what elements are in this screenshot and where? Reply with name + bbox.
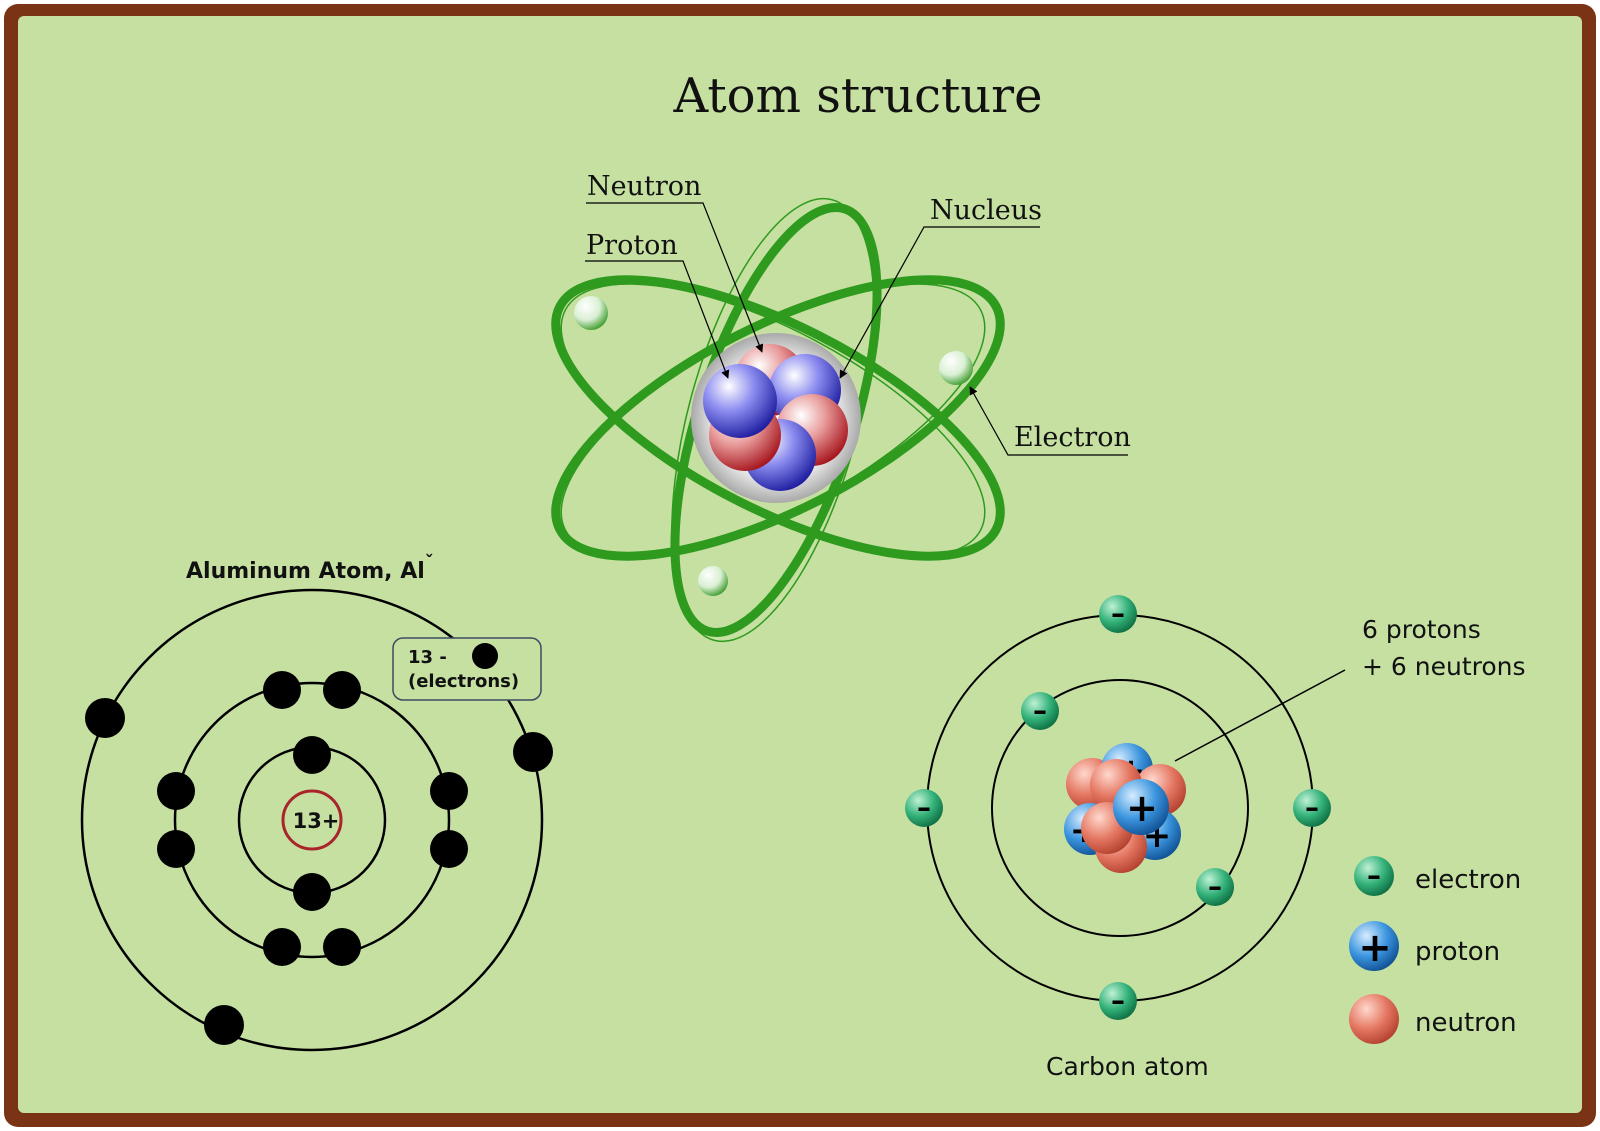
carbon-electron: – (1099, 595, 1137, 633)
carbon-electron-sphere (905, 789, 943, 827)
aluminum-nucleus (281, 789, 343, 851)
minus-icon: – (1111, 984, 1125, 1017)
legend-proton-icon (1349, 921, 1399, 971)
electron-sphere (939, 351, 973, 385)
electron-dot-icon (430, 830, 468, 868)
aluminum-shell-middle (173, 681, 451, 959)
minus-icon: – (1111, 597, 1125, 630)
carbon-electron-sphere (1293, 789, 1331, 827)
carbon-proton (1113, 779, 1169, 835)
aluminum-title-text: Aluminum Atom, Al (186, 559, 425, 584)
minus-icon: – (1208, 870, 1222, 903)
carbon-legend: – electron + proton neutron (1349, 856, 1521, 1044)
carbon-atom: + + + + – – – – (905, 595, 1526, 1081)
electron-sphere (698, 566, 728, 596)
electron-dot-icon (157, 772, 195, 810)
electron-dot-icon (293, 736, 331, 774)
minus-icon: – (1305, 791, 1319, 824)
orbit-thick-2 (551, 275, 1005, 561)
aluminum-atom: Aluminum Atom, Alˇ 13+ 13 - (electrons) (80, 552, 553, 1052)
electron-dot-icon (263, 928, 301, 966)
electron-dot-icon (263, 671, 301, 709)
proton-sphere (703, 364, 777, 438)
carbon-nucleus-pointer (1174, 669, 1346, 762)
proton-pointer (585, 260, 730, 379)
orbit-thick-1 (551, 275, 1005, 561)
electron-dot-icon (323, 928, 361, 966)
carbon-electron: – (1196, 868, 1234, 906)
legend-neutron-icon (1349, 994, 1399, 1044)
electron-dot-icon (85, 698, 125, 738)
electron-dot-icon (323, 671, 361, 709)
legend-electron-label: electron (1415, 865, 1521, 895)
aluminum-shell-outer (80, 588, 544, 1052)
minus-icon: – (917, 791, 931, 824)
carbon-nucleus: + + + + (1064, 743, 1186, 873)
minus-icon: – (1033, 694, 1047, 727)
electron-dot-icon (513, 732, 553, 772)
aluminum-title: Aluminum Atom, Alˇ (186, 552, 434, 584)
carbon-electron-sphere (1099, 982, 1137, 1020)
page-title: Atom structure (673, 68, 1043, 124)
electron-pointer (969, 386, 1128, 456)
legend-electron-icon (1354, 856, 1394, 896)
carbon-electron-sphere (1099, 595, 1137, 633)
carbon-electron: – (1099, 982, 1137, 1020)
plus-icon: + (1358, 925, 1392, 971)
minus-icon: – (1367, 859, 1381, 892)
electron-sphere (574, 296, 608, 330)
electron-label: Electron (1014, 422, 1131, 453)
nucleus-label: Nucleus (930, 195, 1042, 226)
electron-dot-icon (204, 1005, 244, 1045)
carbon-electron: – (1293, 789, 1331, 827)
aluminum-title-mark: ˇ (425, 552, 434, 573)
electron-dot-icon (430, 772, 468, 810)
carbon-electron: – (905, 789, 943, 827)
electron-dot-icon (157, 830, 195, 868)
aluminum-legend-label: (electrons) (408, 671, 519, 692)
electron-dot-icon (472, 643, 498, 669)
legend-proton-label: proton (1415, 937, 1500, 967)
planetary-atom: Neutron Proton Nucleus Electron (551, 171, 1131, 643)
proton-label: Proton (586, 230, 678, 261)
plus-icon: + (1126, 786, 1158, 830)
neutron-label: Neutron (587, 171, 701, 202)
aluminum-legend-box (392, 637, 542, 701)
carbon-electron-sphere (1196, 868, 1234, 906)
neutron-pointer (586, 202, 764, 353)
carbon-electron: – (1021, 692, 1059, 730)
carbon-nucleus-label-1: 6 protons (1362, 615, 1481, 644)
aluminum-legend-count: 13 - (408, 647, 447, 668)
carbon-shell-inner (991, 679, 1249, 937)
carbon-nucleus-label-2: + 6 neutrons (1362, 652, 1526, 681)
aluminum-nucleus-label: 13+ (293, 809, 340, 833)
electron-dot-icon (293, 873, 331, 911)
legend-neutron-label: neutron (1415, 1008, 1517, 1038)
carbon-caption: Carbon atom (1046, 1052, 1209, 1081)
carbon-electron-sphere (1021, 692, 1059, 730)
nucleus-pointer (839, 226, 1040, 379)
